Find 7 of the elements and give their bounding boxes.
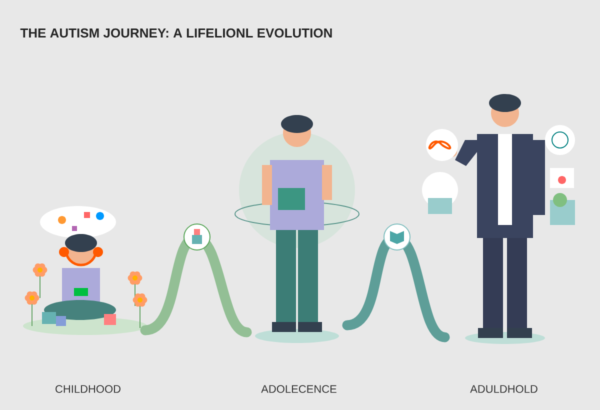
teenager-drawing — [234, 115, 360, 343]
stage-label: CHILDHOOD — [56, 385, 120, 393]
child-drawing — [23, 206, 148, 335]
stage-label: ADOLECENCE — [261, 385, 336, 393]
stage-label: ADULDHOLD — [470, 385, 538, 393]
title: THE AUTISM JOURNEY: A LIFELIONL EVOLUTION — [20, 28, 332, 38]
adult-drawing — [422, 94, 575, 344]
